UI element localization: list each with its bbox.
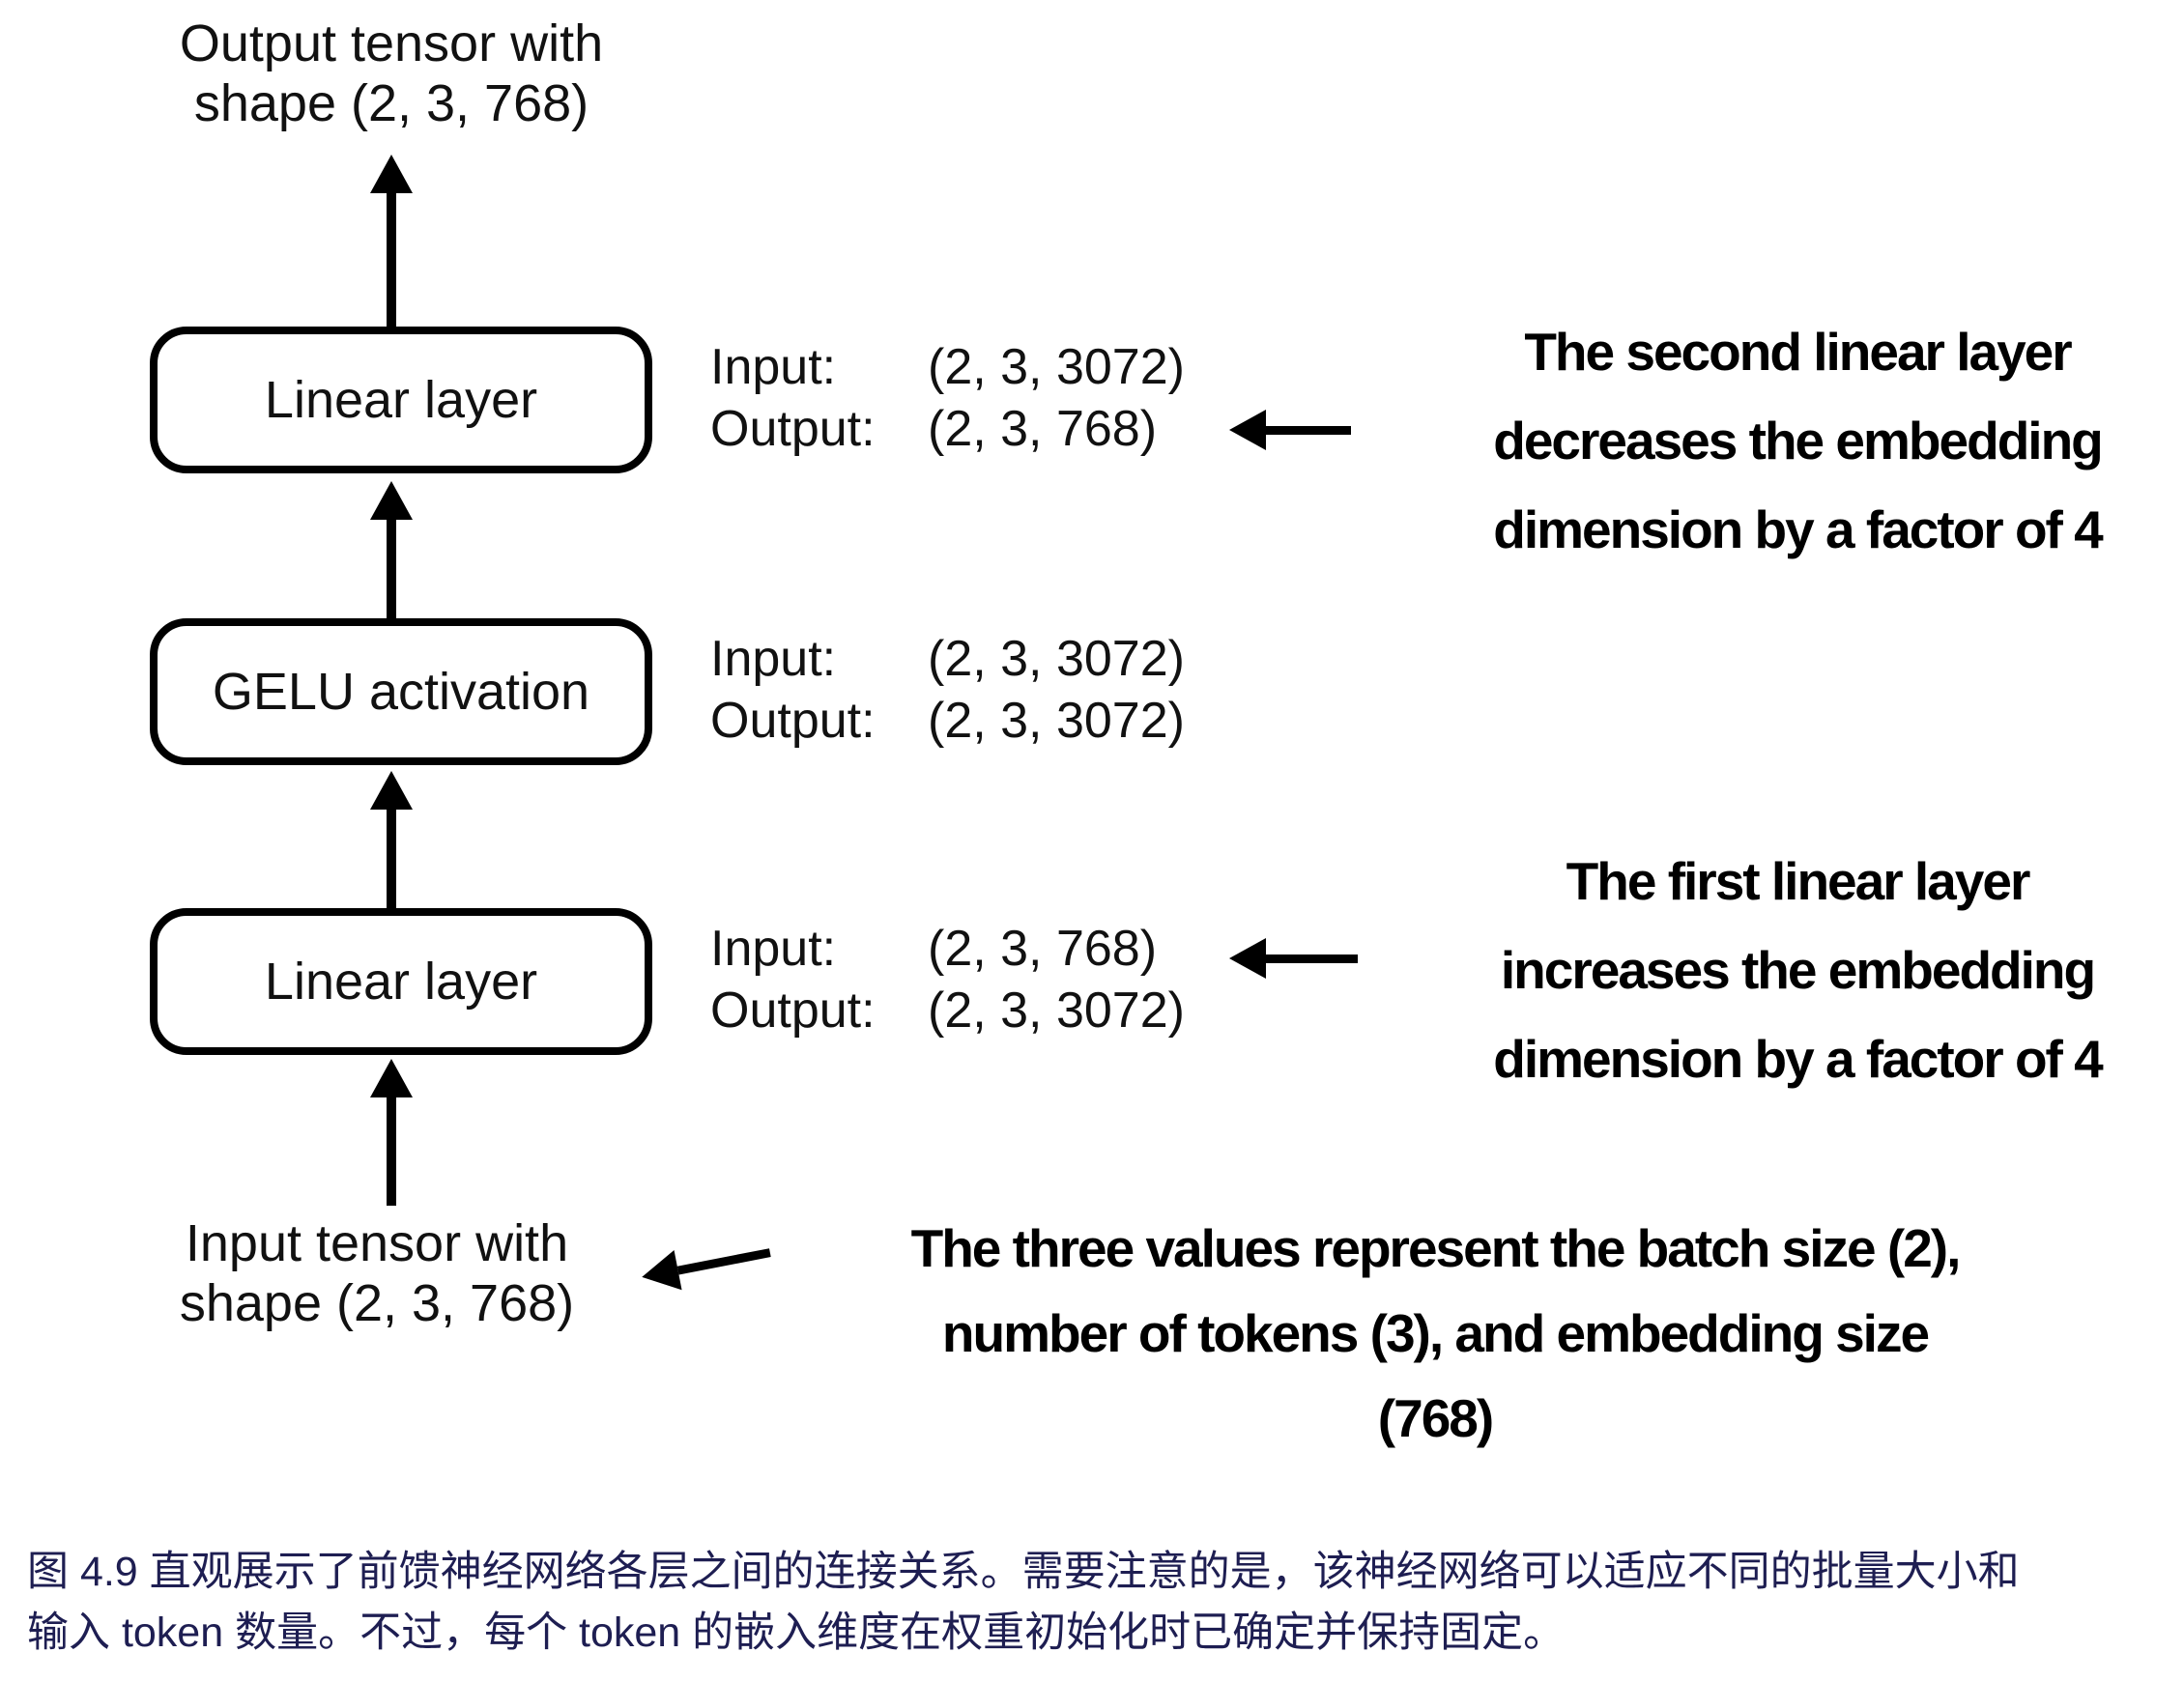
output-tensor-label: Output tensor with shape (2, 3, 768) [101,14,681,133]
annotation-second-linear-line3: dimension by a factor of 4 [1493,499,2104,559]
io-output-label: Output: [710,693,876,749]
io-row-input: Input: (2, 3, 3072) [710,336,1185,398]
figure-caption-line2: 输入 token 数量。不过，每个 token 的嵌入维度在权重初始化时已确定并… [27,1610,1566,1656]
arrow-up-icon [370,155,413,327]
arrow-shaft [387,520,396,618]
output-tensor-label-line2: shape (2, 3, 768) [193,74,589,132]
linear-layer-bottom-label: Linear layer [264,953,538,1011]
arrow-left-icon [1229,937,1358,980]
io-output-shape: (2, 3, 3072) [928,693,1185,749]
io-row-input: Input: (2, 3, 768) [710,918,1185,980]
input-tensor-label-line2: shape (2, 3, 768) [179,1274,575,1332]
annotation-tensor-values-line1: The three values represent the batch siz… [910,1218,1962,1278]
gelu-activation-box: GELU activation [150,618,652,765]
io-linear-bottom: Input: (2, 3, 768) Output: (2, 3, 3072) [710,918,1185,1041]
arrow-head [638,1250,682,1297]
arrow-left-icon [1229,409,1351,451]
annotation-tensor-values-line3: (768) [1377,1388,1494,1448]
io-output-shape: (2, 3, 768) [928,401,1158,457]
annotation-second-linear-line1: The second linear layer [1524,322,2072,382]
arrow-shaft [387,810,396,908]
io-row-output: Output: (2, 3, 3072) [710,980,1185,1041]
io-input-shape: (2, 3, 768) [928,921,1158,977]
annotation-tensor-values-line2: number of tokens (3), and embedding size [941,1303,1930,1363]
arrow-shaft [1266,954,1358,963]
annotation-first-linear-line3: dimension by a factor of 4 [1493,1029,2104,1089]
arrow-head [370,771,413,810]
io-input-label: Input: [710,921,837,977]
io-row-output: Output: (2, 3, 3072) [710,690,1185,752]
io-row-output: Output: (2, 3, 768) [710,398,1185,460]
io-row-input: Input: (2, 3, 3072) [710,628,1185,690]
io-output-label: Output: [710,983,876,1039]
arrow-up-icon [370,771,413,908]
arrow-shaft [676,1247,771,1275]
input-tensor-label: Input tensor with shape (2, 3, 768) [174,1213,580,1333]
gelu-activation-label: GELU activation [212,663,590,721]
arrow-head [370,481,413,520]
io-input-label: Input: [710,631,837,687]
arrow-shaft [387,1097,396,1206]
arrow-head [1229,410,1266,450]
arrow-shaft [387,193,396,327]
linear-layer-bottom-box: Linear layer [150,908,652,1055]
annotation-tensor-values: The three values represent the batch siz… [817,1206,2054,1461]
io-gelu: Input: (2, 3, 3072) Output: (2, 3, 3072) [710,628,1185,752]
annotation-first-linear-line2: increases the embedding [1500,940,2096,1000]
annotation-second-linear-line2: decreases the embedding [1493,411,2104,470]
annotation-second-linear: The second linear layer decreases the em… [1459,307,2136,574]
figure-caption-line1: 图 4.9 直观展示了前馈神经网络各层之间的连接关系。需要注意的是，该神经网络可… [27,1549,2020,1595]
io-output-shape: (2, 3, 3072) [928,983,1185,1039]
arrow-down-left-icon [638,1232,774,1298]
io-input-shape: (2, 3, 3072) [928,339,1185,395]
annotation-first-linear: The first linear layer increases the emb… [1459,837,2136,1103]
linear-layer-top-box: Linear layer [150,327,652,473]
input-tensor-label-line1: Input tensor with [185,1214,569,1272]
output-tensor-label-line1: Output tensor with [179,14,604,72]
io-linear-top: Input: (2, 3, 3072) Output: (2, 3, 768) [710,336,1185,460]
io-input-label: Input: [710,339,837,395]
arrow-head [370,155,413,193]
linear-layer-top-label: Linear layer [264,371,538,429]
io-input-shape: (2, 3, 3072) [928,631,1185,687]
arrow-head [370,1059,413,1097]
annotation-first-linear-line1: The first linear layer [1566,851,2031,911]
arrow-shaft [1266,425,1351,435]
figure-caption: 图 4.9 直观展示了前馈神经网络各层之间的连接关系。需要注意的是，该神经网络可… [27,1542,2168,1664]
io-output-label: Output: [710,401,876,457]
arrow-head [1229,938,1266,979]
arrow-up-icon [370,481,413,618]
arrow-up-icon [370,1059,413,1206]
